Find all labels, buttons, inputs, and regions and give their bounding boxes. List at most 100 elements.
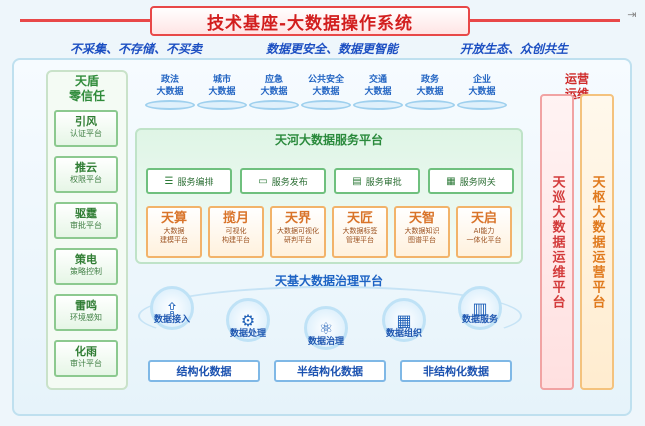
- unstructured-data-box[interactable]: 非结构化数据: [400, 360, 512, 382]
- city-item-line2: 大数据: [208, 87, 236, 97]
- service-button-label: 服务网关: [459, 177, 496, 188]
- tool-name: 天启: [470, 211, 497, 226]
- city-item-gonggonganquan[interactable]: 公共安全大数据: [301, 74, 351, 120]
- left-item-name: 引风: [75, 115, 97, 128]
- city-item-chengshi[interactable]: 城市大数据: [197, 74, 247, 120]
- data-service-label: 数据服务: [461, 315, 498, 325]
- platform-ring: [145, 100, 195, 110]
- city-item-line2: 大数据: [468, 87, 496, 97]
- city-item-yingji[interactable]: 应急大数据: [249, 74, 299, 120]
- city-item-zhengfa[interactable]: 政法大数据: [145, 74, 195, 120]
- ops-maintenance-column[interactable]: 天巡大数据运维平台: [540, 94, 574, 390]
- governance-platform-title: 天基大数据治理平台: [274, 274, 383, 288]
- service-publish-button[interactable]: ▭服务发布: [240, 168, 326, 194]
- city-item-qiye[interactable]: 企业大数据: [457, 74, 507, 120]
- tool-tianzhi[interactable]: 天智大数据知识图谱平台: [394, 206, 450, 258]
- left-item-sub: 环境感知: [70, 313, 102, 322]
- tool-sub: 大数据可视化: [277, 227, 319, 235]
- data-ingest-label: 数据接入: [153, 315, 190, 325]
- data-governance-node[interactable]: ⚛: [304, 306, 348, 350]
- city-item-line1: 应急: [264, 75, 283, 85]
- city-item-jiaotong[interactable]: 交通大数据: [353, 74, 403, 120]
- city-item-line1: 交通: [368, 75, 387, 85]
- zero-trust-heading-line1: 天盾: [74, 74, 99, 88]
- left-item-yinfeng[interactable]: 引风认证平台: [54, 110, 118, 147]
- tool-tianjiang[interactable]: 天匠大数据标签管理平台: [332, 206, 388, 258]
- tool-sub: 大数据知识: [404, 227, 440, 235]
- service-button-label: 服务编排: [177, 177, 214, 188]
- service-button-label: 服务发布: [271, 177, 308, 188]
- gear-icon: ⚙: [240, 310, 256, 330]
- data-organize-node[interactable]: ▦: [382, 298, 426, 342]
- document-icon: ▤: [352, 175, 362, 187]
- left-item-cedian[interactable]: 策电策略控制: [54, 248, 118, 285]
- left-item-name: 化雨: [75, 345, 97, 358]
- gateway-icon: ▦: [446, 175, 456, 187]
- upload-icon: ⇪: [165, 298, 179, 318]
- city-item-zhengwu[interactable]: 政务大数据: [405, 74, 455, 120]
- tool-lanyue[interactable]: 揽月可视化构建平台: [208, 206, 264, 258]
- tool-tianjie[interactable]: 天界大数据可视化研判平台: [270, 206, 326, 258]
- page-title-text: 技术基座-大数据操作系统: [206, 13, 414, 34]
- network-icon: ⚛: [318, 318, 334, 338]
- layers-icon: ▦: [396, 310, 412, 330]
- city-item-line2: 大数据: [260, 87, 288, 97]
- tool-sub: 构建平台: [222, 236, 250, 244]
- city-item-line2: 大数据: [364, 87, 392, 97]
- title-wing-left: [20, 19, 150, 22]
- data-process-node[interactable]: ⚙: [226, 298, 270, 342]
- tool-name: 天智: [408, 211, 435, 226]
- left-item-name: 雷鸣: [75, 299, 97, 312]
- ops-heading-line1: 运营: [564, 72, 589, 86]
- left-item-quting[interactable]: 驱霆审批平台: [54, 202, 118, 239]
- platform-ring: [249, 100, 299, 110]
- left-item-tuiyun[interactable]: 推云权限平台: [54, 156, 118, 193]
- service-button-label: 服务审批: [365, 177, 402, 188]
- tool-tiansuan[interactable]: 天算大数据建模平台: [146, 206, 202, 258]
- structured-data-box[interactable]: 结构化数据: [148, 360, 260, 382]
- service-gateway-button[interactable]: ▦服务网关: [428, 168, 514, 194]
- tool-name: 天界: [284, 211, 311, 226]
- city-item-line1: 政务: [420, 75, 439, 85]
- left-item-sub: 认证平台: [70, 129, 102, 138]
- tool-sub: 研判平台: [284, 236, 312, 244]
- data-organize-label: 数据组织: [385, 329, 422, 339]
- ops-operation-column[interactable]: 天枢大数据运营平台: [580, 94, 614, 390]
- city-item-line2: 大数据: [156, 87, 184, 97]
- platform-ring: [301, 100, 351, 110]
- left-item-huayu[interactable]: 化雨审计平台: [54, 340, 118, 377]
- tool-sub: 图谱平台: [408, 236, 436, 244]
- city-item-line1: 公共安全: [307, 75, 344, 85]
- ops-maintenance-label: 天巡大数据运维平台: [549, 174, 565, 310]
- city-item-line1: 城市: [212, 75, 231, 85]
- left-item-sub: 审批平台: [70, 221, 102, 230]
- service-approve-button[interactable]: ▤服务审批: [334, 168, 420, 194]
- data-ingest-node[interactable]: ⇪: [150, 286, 194, 330]
- tool-sub: 大数据: [163, 227, 185, 235]
- data-service-node[interactable]: ▥: [458, 286, 502, 330]
- list-icon: ☰: [164, 175, 174, 187]
- zero-trust-heading: 天盾 零信任: [46, 70, 128, 104]
- slogan-3: 开放生态、众创共生: [460, 42, 569, 56]
- platform-ring: [457, 100, 507, 110]
- tool-sub: 建模平台: [160, 236, 188, 244]
- semistructured-data-box[interactable]: 半结构化数据: [274, 360, 386, 382]
- service-orchestrate-button[interactable]: ☰服务编排: [146, 168, 232, 194]
- left-item-sub: 策略控制: [70, 267, 102, 276]
- city-item-line2: 大数据: [416, 87, 444, 97]
- left-item-leiming[interactable]: 雷鸣环境感知: [54, 294, 118, 331]
- tool-name: 揽月: [222, 211, 249, 226]
- city-item-line1: 企业: [472, 75, 491, 85]
- data-process-label: 数据处理: [229, 329, 266, 339]
- left-item-name: 策电: [75, 253, 97, 266]
- tool-sub: 管理平台: [346, 236, 374, 244]
- tool-name: 天匠: [346, 211, 373, 226]
- zero-trust-heading-line2: 零信任: [68, 89, 105, 103]
- exit-icon[interactable]: ⇥: [627, 8, 637, 21]
- platform-ring: [197, 100, 247, 110]
- tool-sub: 可视化: [225, 227, 247, 235]
- governance-arc: [138, 286, 522, 346]
- left-item-sub: 权限平台: [70, 175, 102, 184]
- ops-operation-label: 天枢大数据运营平台: [589, 174, 605, 310]
